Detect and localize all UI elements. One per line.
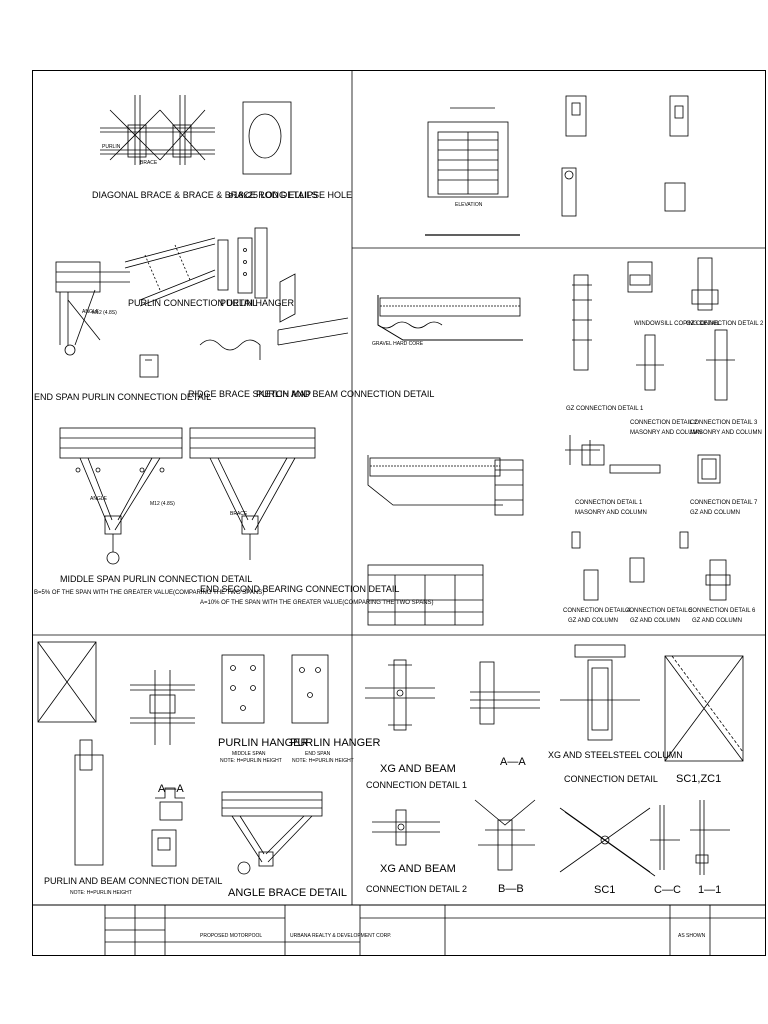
sc1-zc1-drawing xyxy=(664,655,744,762)
schedule-table xyxy=(367,564,484,626)
purlin-hanger-top-drawing xyxy=(199,227,349,360)
gz-connection-drawings xyxy=(565,257,735,601)
end-span-purlin-drawing xyxy=(55,237,216,378)
xg-beam-2-drawing xyxy=(372,809,440,846)
b-b-drawing xyxy=(474,799,536,871)
a-a-2-drawing xyxy=(470,661,540,725)
purlin-beam-bottom-drawing xyxy=(74,670,195,867)
drawing-sheet xyxy=(32,70,766,956)
xg-beam-1-drawing xyxy=(365,659,435,731)
c-c-drawing xyxy=(650,805,680,870)
elevation-drawing xyxy=(425,95,689,236)
ellipse-hole xyxy=(248,113,282,159)
ellipse-hole-plate xyxy=(242,101,292,175)
diagonal-brace-drawing xyxy=(100,95,215,165)
angle-brace-drawing xyxy=(221,791,323,875)
blank-placeholder-box xyxy=(37,641,97,723)
sc1-drawing xyxy=(559,807,656,877)
end-second-bearing-drawing xyxy=(189,427,316,560)
purlin-hanger-bottom-drawing xyxy=(221,654,329,724)
floor-section-drawing xyxy=(367,295,524,516)
a-a-section-drawing xyxy=(155,787,185,821)
xg-steel-column-drawing xyxy=(560,644,640,741)
middle-span-purlin-drawing xyxy=(59,427,183,565)
one-one-drawing xyxy=(690,800,730,875)
title-block-grid xyxy=(32,904,766,955)
